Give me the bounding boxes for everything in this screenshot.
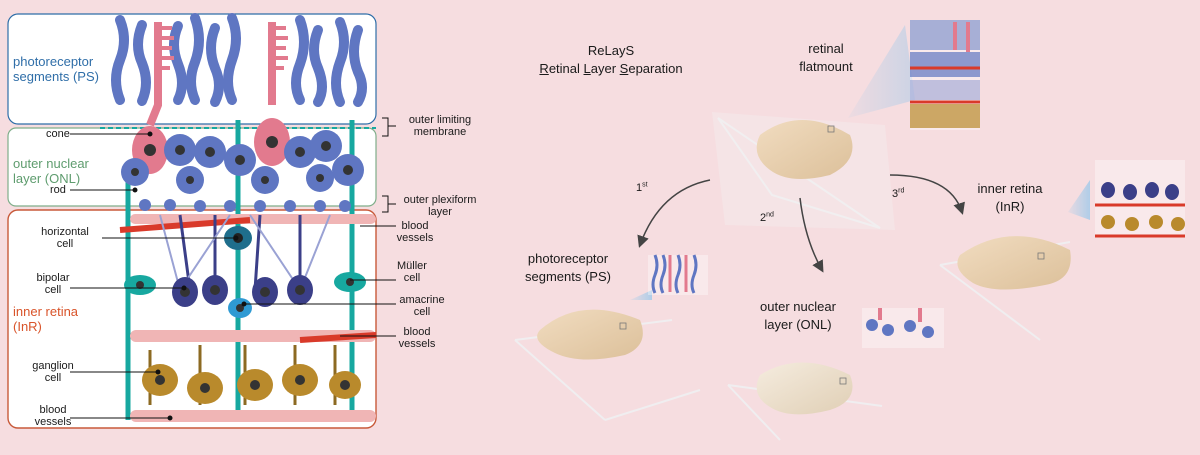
inr-layer-name-line1: inner retina	[13, 304, 79, 319]
title-word1-rest: etinal	[548, 61, 580, 76]
bipolar-cell-line2: cell	[44, 284, 62, 296]
step-3-label: 3rd	[892, 187, 905, 200]
relays-title: ReLayS Retinal Layer Separation	[518, 42, 704, 78]
ganglion-cell-line1: ganglion	[32, 360, 74, 372]
inr-result-line1: inner retina	[977, 181, 1043, 196]
inr-tissue	[939, 160, 1185, 341]
onl-layer-name-line1: outer nuclear	[13, 156, 89, 171]
title-word2-rest: ayer	[590, 61, 617, 76]
ps-tissue	[514, 254, 708, 421]
flatmount-label: retinal flatmount	[794, 40, 858, 76]
step-1-label: 1st	[636, 181, 648, 194]
opl-label: outer plexiform layer	[392, 194, 488, 218]
onl-result-line1: outer nuclear	[760, 299, 836, 314]
title-word3-rest: eparation	[628, 61, 683, 76]
horizontal-cell-line1: horizontal	[41, 226, 89, 238]
flatmount-schematic	[910, 20, 980, 130]
onl-layer-label: outer nuclear layer (ONL)	[13, 156, 89, 186]
inr-layer-label: inner retina (InR)	[13, 304, 78, 334]
ps-result-label: photoreceptor segments (PS)	[510, 250, 626, 286]
synaptic-terminals	[139, 199, 351, 212]
step-2-num: 2	[760, 212, 767, 224]
relays-title-line1: ReLayS	[587, 43, 635, 58]
opl-line2: layer	[428, 206, 452, 218]
amacrine-cell-label: amacrine cell	[392, 294, 452, 318]
olm-line1: outer limiting	[408, 114, 472, 126]
bipolar-cells	[124, 214, 366, 318]
blood-vessels-right-label-2: blood vessels	[392, 326, 442, 350]
rod-label: rod	[50, 184, 66, 196]
left-panel	[7, 13, 396, 429]
onl-layer-name-line2: layer (ONL)	[13, 171, 81, 186]
step-3-suffix: rd	[898, 187, 905, 195]
cone-label: cone	[46, 128, 70, 140]
blood-vessels-r2-line1: blood	[403, 326, 431, 338]
blood-vessels-left-label: blood vessels	[28, 404, 78, 428]
right-panel	[514, 20, 1185, 441]
blood-vessels-r1-line2: vessels	[396, 232, 434, 244]
ganglion-cell-line2: cell	[44, 372, 62, 384]
workflow-arrows	[637, 174, 965, 273]
step-1-suffix: st	[642, 181, 648, 189]
flatmount-line2: flatmount	[799, 59, 853, 74]
step-2-label: 2nd	[760, 211, 774, 224]
ps-layer-label: photoreceptor segments (PS)	[13, 54, 99, 84]
olm-label: outer limiting membrane	[392, 114, 488, 138]
bipolar-cell-line1: bipolar	[36, 272, 70, 284]
flatmount-tissue	[712, 25, 915, 230]
inr-layer-name-line2: (InR)	[13, 319, 42, 334]
blood-vessels-r1-line1: blood	[401, 220, 429, 232]
bipolar-cell-label: bipolar cell	[28, 272, 78, 296]
cone-outer-segments	[146, 22, 288, 127]
ps-layer-name-line1: photoreceptor	[13, 54, 94, 69]
step-2-suffix: nd	[766, 211, 774, 219]
olm-line2: membrane	[413, 126, 467, 138]
leader-lines-right	[241, 117, 396, 337]
onl-tissue	[727, 308, 944, 441]
onl-result-line2: layer (ONL)	[764, 317, 832, 332]
step-3-num: 3	[892, 188, 899, 200]
title-word3-initial: S	[619, 61, 629, 76]
title-word1-initial: R	[539, 61, 549, 76]
amacrine-cell-line2: cell	[413, 306, 431, 318]
photoreceptor-somas	[121, 118, 364, 194]
flatmount-line1: retinal	[808, 41, 844, 56]
ganglion-cells	[142, 345, 361, 405]
leader-lines-left	[70, 131, 239, 421]
relays-title-line2: Retinal Layer Separation	[518, 60, 704, 78]
horizontal-cell-line2: cell	[56, 238, 74, 250]
step-1-num: 1	[636, 182, 643, 194]
blood-vessels-r2-line2: vessels	[398, 338, 436, 350]
blood-vessels-left-line2: vessels	[34, 416, 72, 428]
photoreceptor-outer-segments	[111, 13, 367, 107]
ganglion-cell-label: ganglion cell	[28, 360, 78, 384]
blood-vessels-left-line1: blood	[39, 404, 67, 416]
ps-result-line2: segments (PS)	[525, 269, 611, 284]
muller-cell-line1: Müller	[397, 260, 427, 272]
muller-cell-line2: cell	[403, 272, 421, 284]
opl-line1: outer plexiform	[403, 194, 477, 206]
inr-result-label: inner retina (InR)	[966, 180, 1054, 216]
ps-layer-name-line2: segments (PS)	[13, 69, 99, 84]
blood-vessels-right-label-1: blood vessels	[392, 220, 438, 244]
amacrine-cell-line1: amacrine	[399, 294, 445, 306]
ps-result-line1: photoreceptor	[527, 251, 609, 266]
title-word2-initial: L	[583, 61, 591, 76]
muller-cell-label: Müller cell	[392, 260, 432, 284]
inr-result-line2: (InR)	[995, 199, 1025, 214]
onl-result-label: outer nuclear layer (ONL)	[746, 298, 850, 334]
horizontal-cell-label: horizontal cell	[32, 226, 98, 250]
